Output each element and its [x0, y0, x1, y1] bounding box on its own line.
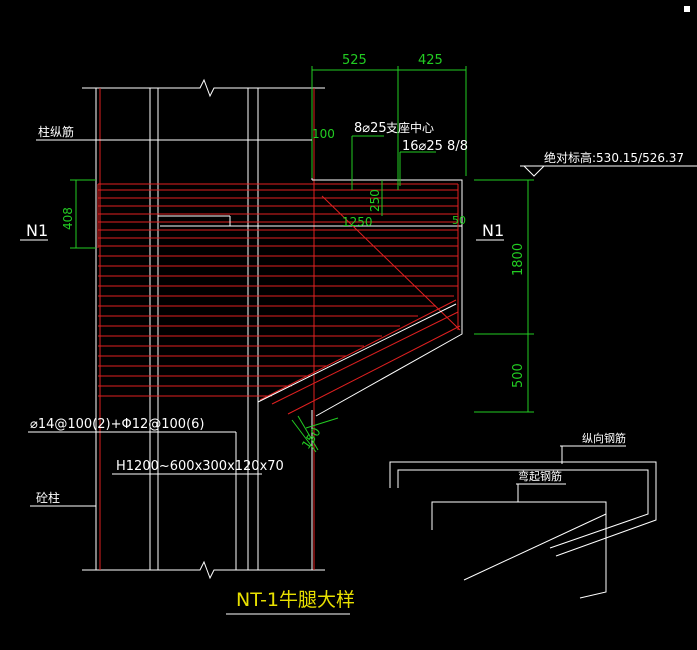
label-elevation: 绝对标高:530.15/526.37: [544, 150, 684, 165]
detail-bent-up: 弯起钢筋: [518, 469, 562, 483]
dim-408: 408: [61, 207, 75, 230]
corner-mark: [684, 6, 690, 12]
dim-top-right: 425: [418, 53, 443, 68]
label-steel-section: H1200~600x300x120x70: [116, 459, 284, 474]
section-mark-left: N1: [26, 221, 48, 240]
section-mark-right: N1: [482, 221, 504, 240]
label-stirrups: ⌀14@100(2)+Φ12@100(6): [30, 417, 205, 432]
dim-150: 150: [299, 425, 324, 452]
dim-1250: 1250: [342, 215, 373, 229]
dim-100: 100: [312, 127, 335, 141]
corbel-horizontal-rebar: [97, 183, 461, 415]
dim-top-left: 525: [342, 53, 367, 68]
dim-50: 50: [452, 214, 466, 227]
column-outline: [82, 78, 325, 580]
dim-250: 250: [368, 189, 382, 212]
dim-1800: 1800: [511, 243, 526, 276]
label-column-rebar: 柱纵筋: [38, 124, 74, 139]
corbel-outline: [160, 179, 463, 417]
label-concrete-column: 砼柱: [36, 490, 60, 505]
drawing-title: NT-1牛腿大样: [236, 589, 355, 611]
label-top-bars-1: 8⌀25: [354, 121, 387, 136]
dim-500: 500: [511, 363, 526, 388]
label-bearing-center: 支座中心: [386, 120, 434, 135]
label-top-bars-2: 16⌀25 8/8: [402, 139, 468, 154]
dimension-lines: [70, 66, 534, 453]
column-rebar: [99, 88, 315, 570]
detail-longitudinal: 纵向钢筋: [582, 431, 626, 445]
corbel-soffit: [257, 303, 457, 410]
bar-detail-sketch: [389, 445, 657, 599]
note-leaders: [20, 139, 697, 570]
